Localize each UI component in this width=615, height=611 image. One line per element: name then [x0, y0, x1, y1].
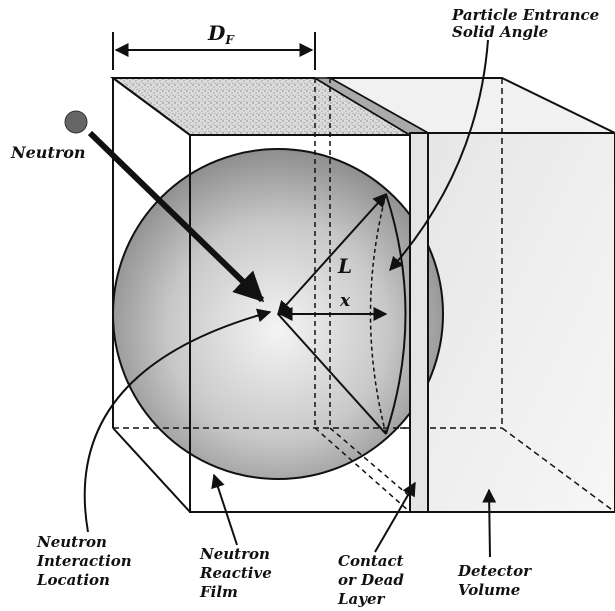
dead-layer-front — [409, 132, 429, 513]
range-line-l — [277, 192, 387, 316]
interaction-location-label: Neutron Interaction Location — [36, 533, 137, 589]
particle-entrance-label: Particle Entrance Solid Angle — [451, 6, 604, 41]
detector-volume-label: Detector Volume — [457, 562, 536, 599]
solid-angle-cap-front — [385, 193, 407, 435]
reactive-film-label: Neutron Reactive Film — [199, 545, 277, 601]
leader-dead-layer — [374, 481, 416, 553]
range-l-label: L — [337, 254, 352, 278]
neutron-label: Neutron — [10, 143, 86, 162]
leader-detector-volume — [482, 488, 497, 558]
leader-interaction-location — [83, 308, 272, 533]
dimension-df: DF — [112, 21, 316, 70]
neutron-particle — [64, 110, 88, 134]
leader-particle-entrance — [389, 39, 489, 272]
range-line-lower — [277, 313, 387, 435]
detector-volume-box — [326, 77, 615, 513]
dead-layer-label: Contact or Dead Layer — [337, 552, 409, 608]
neutron-arrow — [87, 130, 265, 303]
df-label: DF — [207, 21, 235, 47]
leader-reactive-film — [211, 473, 238, 546]
distance-x-label: x — [339, 291, 351, 311]
